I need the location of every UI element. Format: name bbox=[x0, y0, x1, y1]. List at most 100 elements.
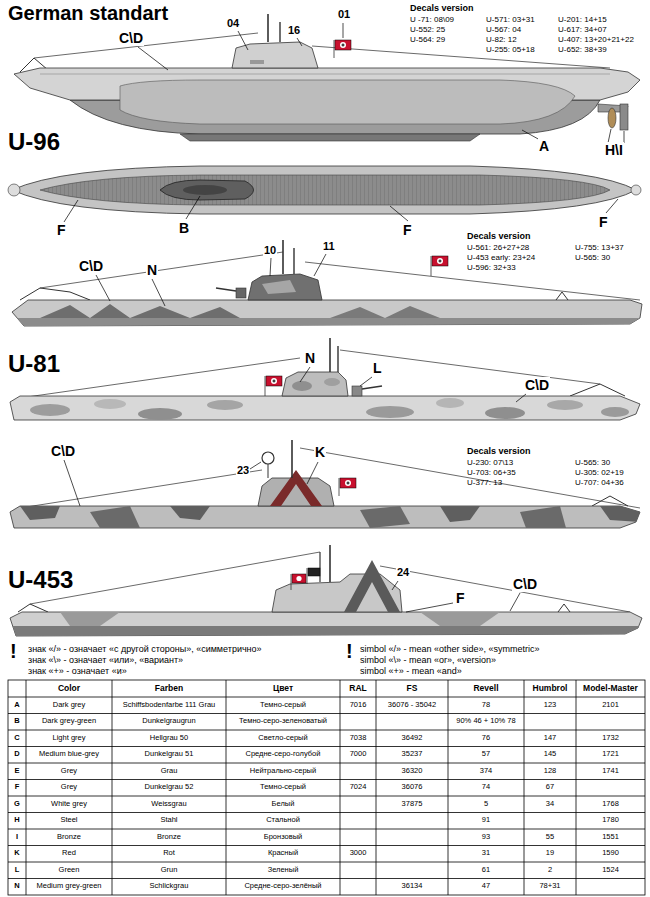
table-cell: Зеленый bbox=[268, 866, 299, 875]
callout-label: C\D bbox=[118, 30, 144, 46]
side-profile-u81 bbox=[282, 372, 348, 396]
callout-label: 16 bbox=[287, 24, 301, 37]
table-cell: 1780 bbox=[602, 816, 619, 825]
table-cell: Белый bbox=[272, 800, 295, 809]
side-profile-u81 bbox=[570, 384, 625, 396]
table-cell: Dark grey-green bbox=[42, 717, 96, 726]
decal-line: U-255: 05+18 bbox=[486, 45, 535, 54]
side-profile-standard bbox=[250, 60, 264, 64]
side-profile-u81 bbox=[273, 380, 276, 383]
callout-label: F bbox=[598, 214, 609, 230]
table-cell: Hellgrau 50 bbox=[150, 734, 188, 743]
table-grid bbox=[8, 680, 645, 895]
side-profile-u81 bbox=[266, 376, 282, 386]
side-profile-u96 bbox=[96, 275, 110, 301]
decal-line: U-377: 13 bbox=[467, 478, 502, 487]
decal-line: U-707: 04+36 bbox=[575, 478, 624, 487]
side-profile-u81-other-side bbox=[340, 478, 356, 488]
callout-label: B bbox=[178, 220, 190, 236]
side-profile-standard bbox=[335, 40, 351, 50]
table-cell: 74 bbox=[482, 783, 490, 792]
side-profile-standard bbox=[620, 104, 628, 130]
side-profile-u96 bbox=[20, 288, 90, 300]
side-profile-standard bbox=[267, 14, 269, 42]
table-cell: D bbox=[14, 750, 19, 759]
decal-line: U-201: 14+15 bbox=[558, 15, 607, 24]
side-profile-u81 bbox=[94, 399, 126, 409]
side-profile-u96 bbox=[236, 288, 246, 298]
top-view bbox=[160, 180, 254, 200]
side-profile-u96 bbox=[248, 274, 322, 300]
table-cell: H bbox=[14, 816, 19, 825]
decal-line: U-567: 04 bbox=[486, 25, 521, 34]
table-grid bbox=[8, 862, 645, 863]
top-view bbox=[8, 184, 20, 196]
table-cell: 128 bbox=[544, 767, 557, 776]
callout-label: F bbox=[402, 222, 413, 238]
boat-name: U-453 bbox=[8, 566, 73, 594]
side-profile-standard bbox=[14, 14, 640, 143]
table-grid bbox=[576, 680, 577, 895]
side-profile-u81 bbox=[360, 377, 372, 386]
decal-line: U-617: 34+07 bbox=[558, 25, 607, 34]
side-profile-u81 bbox=[436, 398, 464, 408]
callout-label: C\D bbox=[50, 443, 76, 459]
side-profile-u96 bbox=[282, 240, 284, 274]
table-cell: 34 bbox=[546, 800, 554, 809]
table-cell: Bronze bbox=[157, 833, 181, 842]
decal-line: U-565: 30 bbox=[575, 253, 610, 262]
decal-line: U-564: 29 bbox=[410, 35, 445, 44]
table-cell: 78+31 bbox=[539, 882, 560, 891]
callout-label: F bbox=[455, 590, 466, 606]
side-profile-u81 bbox=[207, 400, 243, 410]
side-profile-u81 bbox=[300, 367, 310, 382]
table-grid bbox=[8, 697, 645, 698]
table-cell: 19 bbox=[546, 849, 554, 858]
side-profile-u453 bbox=[291, 574, 292, 590]
top-view bbox=[390, 206, 408, 221]
side-profile-u96 bbox=[293, 248, 294, 274]
side-profile-u96 bbox=[305, 262, 640, 300]
table-cell: 7038 bbox=[350, 734, 367, 743]
side-profile-standard bbox=[297, 38, 302, 46]
page-title: German standart bbox=[8, 2, 168, 25]
table-cell: 1768 bbox=[602, 800, 619, 809]
table-cell: 47 bbox=[482, 882, 490, 891]
table-cell: 61 bbox=[482, 866, 490, 875]
top-view bbox=[183, 185, 227, 195]
top-view bbox=[186, 196, 200, 219]
callout-label: C\D bbox=[512, 576, 538, 592]
table-cell: 7024 bbox=[350, 783, 367, 792]
note-text: знак «\» - означает «или», «вариант» bbox=[28, 655, 183, 665]
decal-line: U-652: 38+39 bbox=[558, 45, 607, 54]
decal-line: U-453 early: 23+24 bbox=[467, 253, 535, 262]
decal-line: U-407: 13+20+21+22 bbox=[558, 35, 634, 44]
side-profile-standard bbox=[120, 80, 575, 124]
table-cell: B bbox=[14, 717, 19, 726]
side-profile-standard bbox=[608, 129, 611, 143]
note-mark: ! bbox=[10, 640, 17, 663]
table-cell: 78 bbox=[482, 701, 490, 710]
decal-heading: Decals version bbox=[467, 231, 531, 241]
table-grid bbox=[8, 829, 645, 830]
side-profile-u81 bbox=[265, 376, 266, 396]
side-profile-standard bbox=[334, 40, 335, 58]
decal-line: U-305: 02+19 bbox=[575, 468, 624, 477]
table-grid bbox=[8, 796, 645, 797]
table-cell: Нейтрально-серый bbox=[250, 767, 316, 776]
side-profile-u96 bbox=[439, 260, 442, 263]
side-profile-u453 bbox=[392, 581, 398, 590]
side-profile-standard bbox=[180, 134, 480, 141]
table-cell: K bbox=[14, 849, 19, 858]
note-text: знак «/» - означает «с другой стороны», … bbox=[28, 644, 262, 654]
decal-line: U-82: 12 bbox=[486, 35, 517, 44]
side-profile-standard bbox=[34, 33, 258, 58]
side-profile-u81 bbox=[20, 358, 300, 398]
side-profile-u81-other-side bbox=[170, 506, 210, 520]
side-profile-u96 bbox=[40, 304, 240, 318]
decal-line: U-755: 13+37 bbox=[575, 243, 624, 252]
side-profile-u81-other-side bbox=[600, 506, 640, 522]
table-cell: Schiffsbodenfarbe 111 Grau bbox=[123, 701, 216, 710]
table-cell: 1732 bbox=[602, 734, 619, 743]
